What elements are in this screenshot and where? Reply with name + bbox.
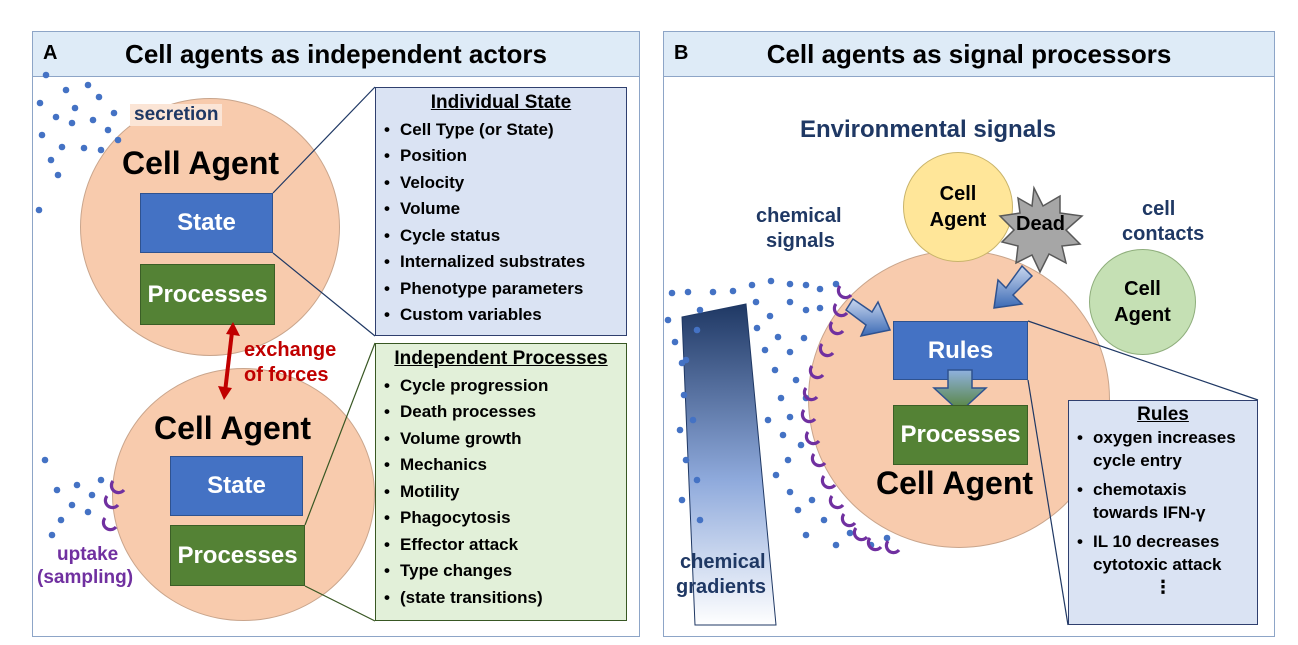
chemical-signals-label-2: signals xyxy=(766,230,835,252)
process-item: Cycle progression xyxy=(382,373,620,400)
yellow-cell-line1: Cell xyxy=(939,183,977,205)
panel-b-letter: B xyxy=(674,42,689,64)
secretion-label: secretion xyxy=(130,104,223,126)
process-item: Effector attack xyxy=(382,532,620,559)
individual-state-box: Individual State Cell Type (or State) Po… xyxy=(375,87,627,336)
chemical-signals-label-1: chemical xyxy=(756,205,842,227)
rules-ellipsis: ⋮ xyxy=(1154,577,1172,597)
process-item: Death processes xyxy=(382,399,620,426)
top-state-box: State xyxy=(140,193,273,253)
process-item-continuation: (state transitions) xyxy=(382,585,620,612)
bottom-cell-label: Cell Agent xyxy=(154,410,312,446)
main-cell-label: Cell Agent xyxy=(876,465,1034,501)
state-item: Position xyxy=(382,143,620,170)
cell-contacts-label-1: cell xyxy=(1142,198,1176,220)
rule-item: IL 10 decreases cytotoxic attack xyxy=(1075,530,1251,576)
chemical-gradients-label-2: gradients xyxy=(676,576,767,598)
state-item: Phenotype parameters xyxy=(382,276,620,303)
environmental-signals-label: Environmental signals xyxy=(800,116,1057,143)
state-item: Custom variables xyxy=(382,302,620,329)
state-item: Cell Type (or State) xyxy=(382,117,620,144)
rules-box: Rules xyxy=(893,321,1028,380)
bottom-state-box: State xyxy=(170,456,303,516)
state-item: Internalized substrates xyxy=(382,249,620,276)
process-item: Motility xyxy=(382,479,620,506)
independent-processes-list: Cycle progression Death processes Volume… xyxy=(382,373,620,612)
main-processes-box: Processes xyxy=(893,405,1028,465)
cell-contacts-label-2: contacts xyxy=(1122,223,1205,245)
panel-a-letter: A xyxy=(43,42,58,64)
green-cell-line1: Cell xyxy=(1124,278,1161,300)
process-item: Phagocytosis xyxy=(382,505,620,532)
exchange-label-1: exchange xyxy=(244,339,337,361)
independent-processes-box: Independent Processes Cycle progression … xyxy=(375,343,627,621)
rule-item: oxygen increases cycle entry xyxy=(1075,426,1251,472)
panel-a-title: Cell agents as independent actors xyxy=(125,39,547,69)
rule-item: chemotaxis towards IFN-γ xyxy=(1075,478,1251,524)
uptake-label-1: uptake xyxy=(57,544,119,565)
individual-state-title: Individual State xyxy=(430,92,572,113)
top-cell-label: Cell Agent xyxy=(122,145,280,181)
individual-state-list: Cell Type (or State) Position Velocity V… xyxy=(382,117,620,329)
process-item: Mechanics xyxy=(382,452,620,479)
independent-processes-title: Independent Processes xyxy=(394,348,608,369)
state-item: Cycle status xyxy=(382,223,620,250)
yellow-cell-line2: Agent xyxy=(929,209,987,231)
process-item: Type changes xyxy=(382,558,620,585)
panel-b-header: B Cell agents as signal processors xyxy=(664,32,1274,77)
state-item: Volume xyxy=(382,196,620,223)
green-cell-line2: Agent xyxy=(1114,304,1171,326)
rules-list-title: Rules xyxy=(1137,404,1189,425)
main-cell-agent xyxy=(808,250,1110,548)
panel-a-header: A Cell agents as independent actors xyxy=(33,32,639,77)
rules-list: oxygen increases cycle entry chemotaxis … xyxy=(1075,426,1251,576)
rules-list-box: Rules oxygen increases cycle entry chemo… xyxy=(1068,400,1258,625)
chemical-gradients-label-1: chemical xyxy=(680,551,766,573)
top-processes-box: Processes xyxy=(140,264,275,325)
panel-b-title: Cell agents as signal processors xyxy=(766,39,1172,69)
state-item: Velocity xyxy=(382,170,620,197)
dead-label: Dead xyxy=(1016,213,1065,235)
process-item: Volume growth xyxy=(382,426,620,453)
exchange-label-2: of forces xyxy=(244,364,329,386)
uptake-label-2: (sampling) xyxy=(37,567,134,588)
bottom-processes-box: Processes xyxy=(170,525,305,586)
